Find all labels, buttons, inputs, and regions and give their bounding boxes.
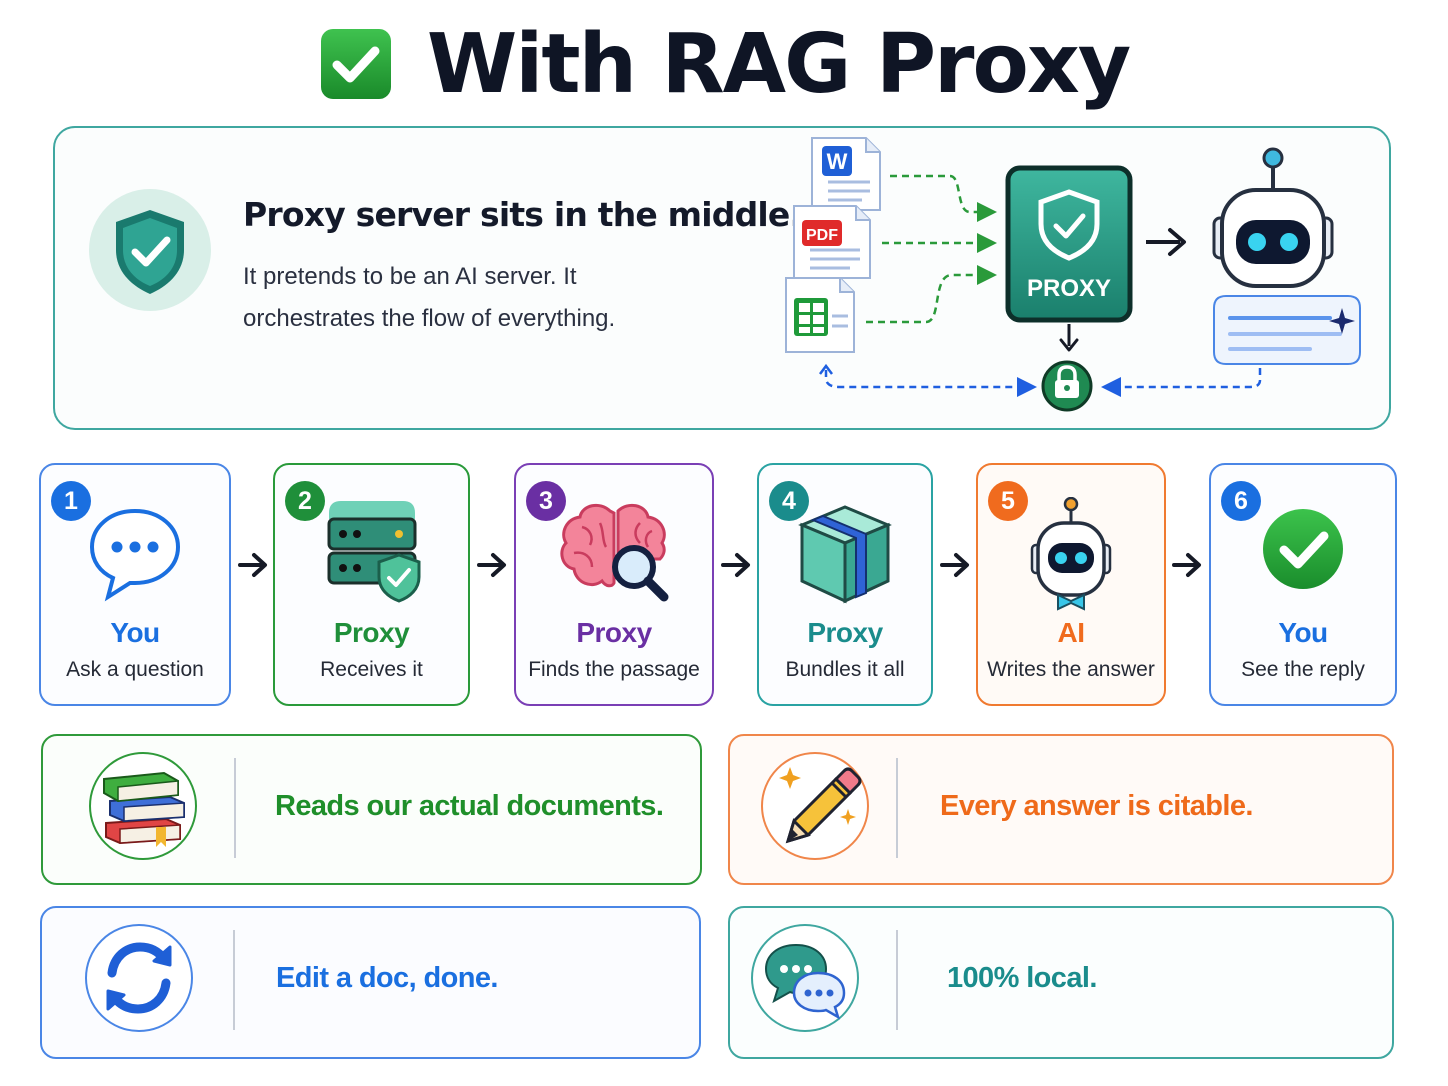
arrow-right-icon bbox=[238, 553, 267, 577]
check-circle-icon bbox=[1263, 509, 1343, 589]
arrow-right-icon bbox=[477, 553, 506, 577]
pencil-sparkle-icon bbox=[779, 767, 862, 844]
step-action: Finds the passage bbox=[528, 658, 700, 681]
brain-search-icon bbox=[560, 503, 669, 602]
step-card-2: 2 Proxy Receives it bbox=[273, 463, 470, 706]
step-number-badge: 2 bbox=[285, 481, 325, 521]
step-card-6: 6 You See the reply bbox=[1209, 463, 1397, 706]
arrow-right-icon bbox=[1172, 553, 1201, 577]
title-row: With RAG Proxy bbox=[0, 14, 1448, 114]
step-number-badge: 5 bbox=[988, 481, 1028, 521]
word-document-icon: W bbox=[811, 137, 881, 211]
step-card-5: 5 AI Writes the answer bbox=[976, 463, 1166, 706]
step-actor: You bbox=[110, 617, 160, 648]
server-shield-icon bbox=[327, 501, 420, 603]
chat-bubbles-icon bbox=[764, 943, 846, 1020]
arrow-right-icon bbox=[721, 553, 750, 577]
spreadsheet-document-icon bbox=[785, 277, 855, 353]
step-action: Bundles it all bbox=[785, 658, 905, 681]
books-icon bbox=[103, 771, 185, 847]
intro-heading: Proxy server sits in the middle. bbox=[243, 195, 802, 234]
step-card-4: 4 Proxy Bundles it all bbox=[757, 463, 933, 706]
benefit-text: Edit a doc, done. bbox=[276, 962, 498, 994]
step-number-badge: 6 bbox=[1221, 481, 1261, 521]
step-actor: AI bbox=[1057, 617, 1086, 648]
step-action: Receives it bbox=[320, 658, 423, 681]
benefit-card-local: 100% local. bbox=[728, 906, 1394, 1059]
chat-bubble-icon bbox=[89, 508, 181, 602]
pdf-document-icon: PDF bbox=[793, 205, 871, 279]
step-number-badge: 1 bbox=[51, 481, 91, 521]
reply-bubble-icon bbox=[1213, 295, 1361, 365]
lock-icon bbox=[1041, 360, 1093, 412]
benefit-text: Every answer is citable. bbox=[940, 790, 1253, 822]
benefit-text: 100% local. bbox=[947, 962, 1097, 994]
svg-text:PDF: PDF bbox=[806, 227, 838, 244]
ai-robot-icon bbox=[1030, 497, 1112, 611]
package-box-icon bbox=[798, 505, 892, 604]
proxy-flow-diagram: W PDF PROXY bbox=[785, 137, 1361, 412]
page-title: With RAG Proxy bbox=[426, 16, 1131, 112]
step-action: Writes the answer bbox=[987, 658, 1155, 681]
refresh-sync-icon bbox=[106, 942, 172, 1014]
step-actor: Proxy bbox=[333, 617, 410, 648]
intro-description-line-2: orchestrates the flow of everything. bbox=[243, 305, 616, 332]
benefit-card-edit: Edit a doc, done. bbox=[40, 906, 701, 1059]
benefit-text: Reads our actual documents. bbox=[275, 790, 664, 822]
ai-robot-icon bbox=[1212, 147, 1334, 288]
intro-description-line-1: It pretends to be an AI server. It bbox=[243, 263, 577, 290]
arrow-right-icon bbox=[940, 553, 969, 577]
step-action: See the reply bbox=[1241, 658, 1365, 681]
step-actor: You bbox=[1278, 617, 1328, 648]
benefit-card-citable: Every answer is citable. bbox=[728, 734, 1394, 885]
step-number-badge: 4 bbox=[769, 481, 809, 521]
step-number-badge: 3 bbox=[526, 481, 566, 521]
step-action: Ask a question bbox=[66, 658, 204, 681]
svg-text:W: W bbox=[827, 149, 848, 174]
step-card-1: 1 You Ask a question bbox=[39, 463, 231, 706]
svg-text:PROXY: PROXY bbox=[1027, 275, 1111, 302]
intro-panel bbox=[53, 126, 1391, 430]
check-box-icon bbox=[320, 29, 391, 99]
step-actor: Proxy bbox=[576, 617, 652, 648]
shield-check-icon bbox=[89, 189, 211, 311]
step-card-3: 3 Proxy Finds the passage bbox=[514, 463, 714, 706]
step-actor: Proxy bbox=[807, 617, 883, 648]
benefit-card-documents: Reads our actual documents. bbox=[41, 734, 702, 885]
proxy-server-icon: PROXY bbox=[1005, 165, 1133, 323]
